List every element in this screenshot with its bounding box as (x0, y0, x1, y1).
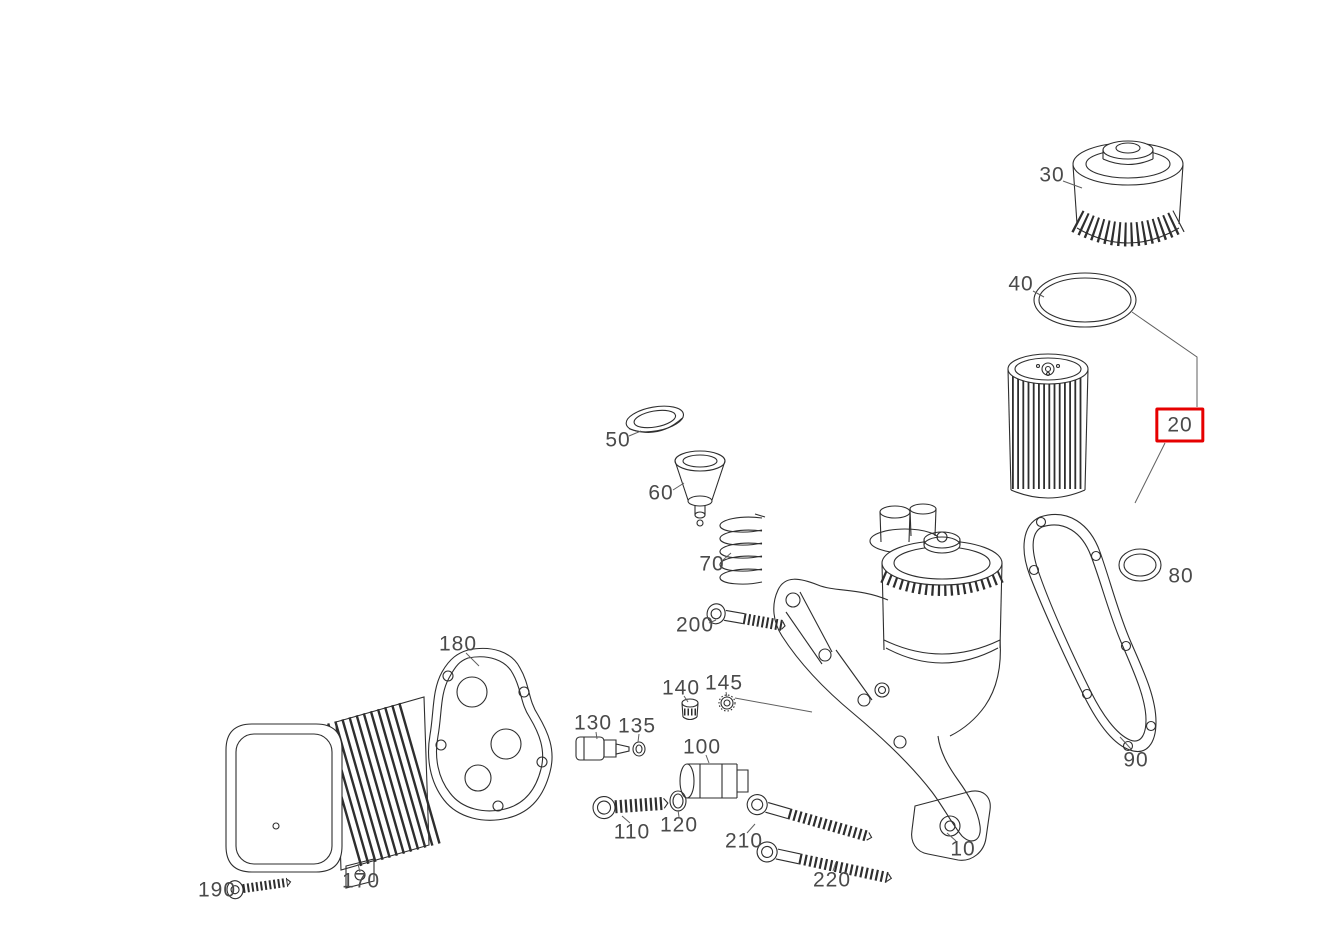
part-190-screw-art (226, 873, 292, 900)
part-90-gasket-art (1024, 514, 1156, 751)
part-100-solenoid-art (680, 764, 748, 798)
part-10-housing-art (774, 504, 1002, 860)
part-label-50[interactable]: 50 (605, 428, 631, 452)
part-label-20[interactable]: 20 (1155, 407, 1205, 443)
part-170-oil-cooler-art (226, 697, 429, 888)
part-210-screw-art (745, 792, 875, 847)
part-20-filter-element-art (1008, 354, 1088, 498)
part-70-spring-art (720, 514, 765, 584)
part-80-o-ring-art (1119, 549, 1161, 581)
part-130-sensor-art (576, 737, 645, 760)
part-label-120[interactable]: 120 (659, 813, 699, 837)
part-180-gasket-art (429, 648, 553, 820)
part-60-insert-art (675, 451, 725, 526)
part-label-40[interactable]: 40 (1008, 272, 1034, 296)
part-label-80[interactable]: 80 (1168, 564, 1194, 588)
part-label-210[interactable]: 210 (724, 829, 764, 853)
part-label-100[interactable]: 100 (682, 735, 722, 759)
part-140-valve-piston-art (682, 699, 698, 720)
part-label-200[interactable]: 200 (675, 613, 715, 637)
leader-lines (358, 181, 1197, 872)
part-110-screw-art (592, 792, 668, 819)
part-label-110[interactable]: 110 (613, 820, 651, 844)
part-label-170[interactable]: 170 (341, 869, 381, 893)
part-label-90[interactable]: 90 (1123, 748, 1149, 772)
part-label-60[interactable]: 60 (648, 481, 674, 505)
part-label-70[interactable]: 70 (699, 552, 725, 576)
part-30-filter-cap-art (1073, 141, 1183, 243)
part-label-30[interactable]: 30 (1039, 163, 1065, 187)
part-label-220[interactable]: 220 (812, 868, 852, 892)
part-200-screw-art (706, 602, 787, 635)
part-220-screw-art (755, 840, 893, 888)
part-label-130[interactable]: 130 (573, 711, 613, 735)
part-label-135[interactable]: 135 (617, 714, 657, 738)
part-50-cap-art (624, 402, 685, 436)
part-label-10[interactable]: 10 (950, 837, 976, 861)
part-40-o-ring-art (1034, 273, 1136, 327)
part-label-140[interactable]: 140 (661, 676, 701, 700)
part-label-145[interactable]: 145 (704, 671, 744, 695)
part-label-190[interactable]: 190 (197, 878, 237, 902)
part-label-180[interactable]: 180 (438, 632, 478, 656)
